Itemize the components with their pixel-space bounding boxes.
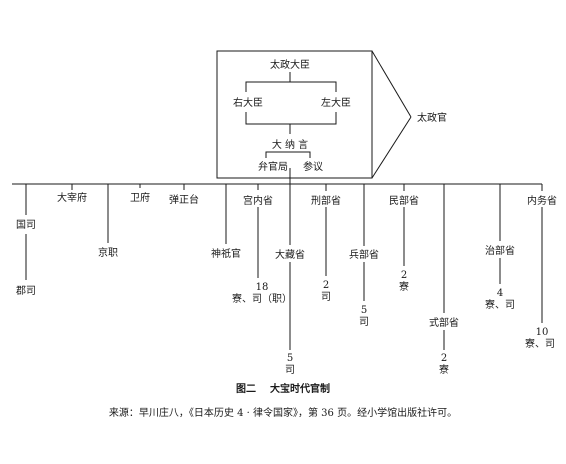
figure-title: 大宝时代官制 [270, 384, 330, 395]
hyobusho-count: 5 [361, 305, 367, 316]
shikibusho-label: 式部省 [429, 316, 459, 329]
dazaifu-label: 大宰府 [57, 191, 87, 204]
kyoshiki-label: 京职 [98, 246, 118, 259]
bracket-ministers-top [245, 81, 337, 92]
gunji-label: 郡司 [16, 285, 36, 297]
minbusho-count: 2 [401, 270, 407, 281]
figure-number: 图二 [236, 384, 256, 395]
counselor-label: 大 纳 言 [272, 138, 308, 151]
jingikan-label: 神祇官 [211, 247, 241, 260]
kunaisho-sub-label: 寮、司（职） [232, 292, 292, 305]
chancellor-label: 太政大臣 [270, 58, 310, 71]
hyobusho-sub-label: 司 [359, 317, 369, 328]
daijokan-box [216, 50, 373, 179]
nakatsukasasho-count: 10 [536, 327, 549, 338]
figure-caption: 图二 大宝时代官制 [0, 380, 566, 395]
minister-right-label: 右大臣 [233, 96, 263, 109]
advisor-label: 参议 [303, 160, 323, 173]
figure-source: 来源：早川庄八，《日本历史 4 · 律令国家》，第 36 页。经小学馆出版社许可… [108, 408, 458, 419]
minbusho-label: 民部省 [389, 194, 419, 207]
shikibusho-sub-label: 寮 [439, 363, 449, 376]
gyobusho-sub-label: 司 [321, 292, 331, 303]
okurasho-sub-label: 司 [285, 365, 295, 376]
hyobusho-label: 兵部省 [349, 248, 379, 261]
bracket-ministers-bottom [245, 112, 337, 125]
jibusho-count: 4 [497, 288, 503, 299]
gyobusho-count: 2 [323, 280, 329, 291]
minbusho-sub-label: 寮 [399, 280, 409, 293]
efu-label: 卫府 [130, 191, 150, 204]
kunaisho-count: 18 [256, 282, 269, 293]
nakatsukasasho-label: 内务省 [527, 194, 557, 207]
nakatsukasasho-sub-label: 寮、司 [525, 337, 555, 350]
kunaisho-label: 宫内省 [243, 194, 273, 207]
callout-line-top [371, 50, 412, 118]
controller-label: 弁官局 [258, 160, 288, 173]
bracket-counselor [265, 151, 311, 158]
shikibusho-count: 2 [441, 353, 447, 364]
daijokan-callout-label: 太政官 [417, 111, 447, 124]
okurasho-label: 大藏省 [275, 248, 305, 261]
jibusho-label: 治部省 [485, 244, 515, 257]
minister-left-label: 左大臣 [321, 96, 351, 109]
kokushi-label: 国司 [16, 219, 36, 231]
jibusho-sub-label: 寮、司 [485, 298, 515, 311]
okurasho-count: 5 [287, 353, 293, 364]
callout-line-bottom [371, 116, 412, 179]
gyobusho-label: 刑部省 [311, 194, 341, 207]
danjodai-label: 弹正台 [169, 193, 199, 206]
bureaucracy-diagram: 太政大臣 右大臣 左大臣 大 纳 言 弁官局 参议 太政官 国司 郡司 大宰府 … [12, 50, 557, 376]
